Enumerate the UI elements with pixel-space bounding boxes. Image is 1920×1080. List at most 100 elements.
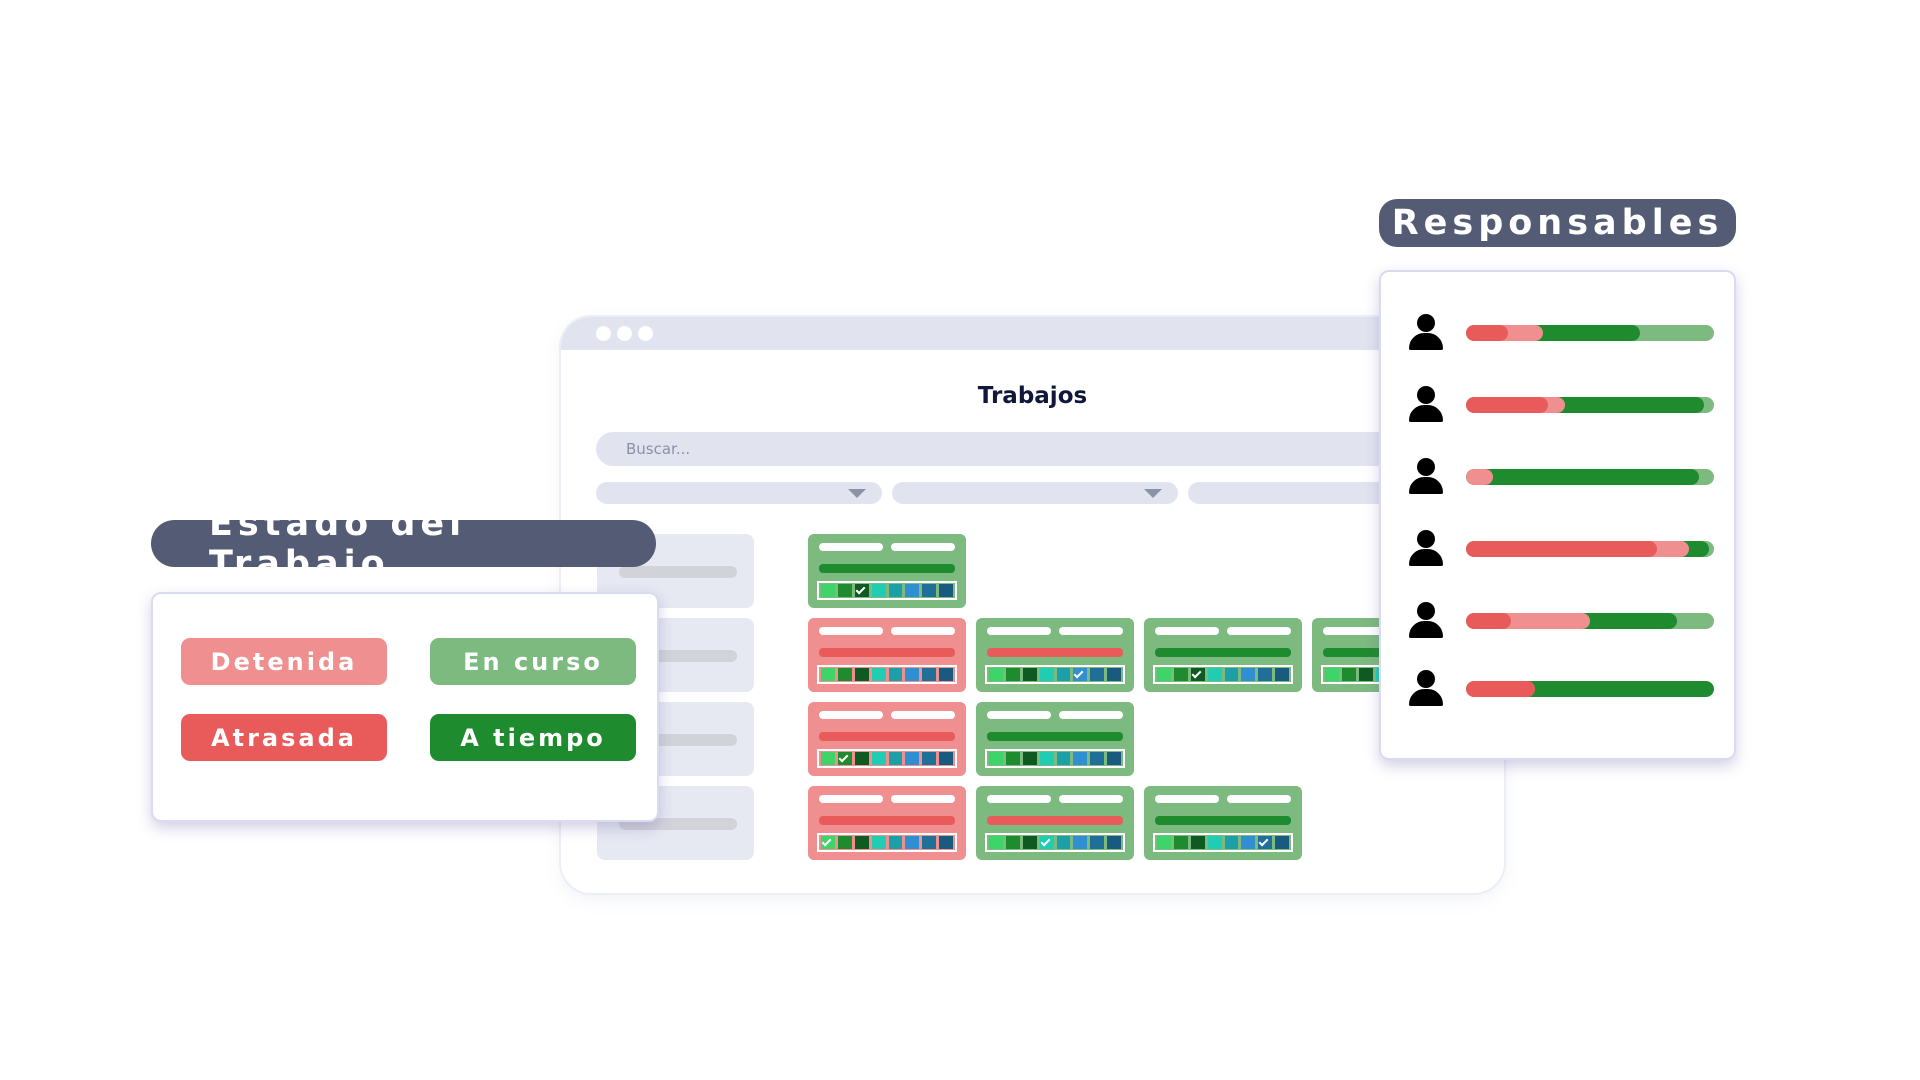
task-square[interactable] xyxy=(1224,836,1239,849)
task-square[interactable] xyxy=(1039,668,1054,681)
task-square[interactable] xyxy=(989,668,1003,681)
responsable-row[interactable] xyxy=(1409,384,1719,424)
task-square[interactable] xyxy=(905,668,920,681)
task-square[interactable] xyxy=(905,752,920,765)
job-card[interactable] xyxy=(1144,786,1302,860)
task-square[interactable] xyxy=(1258,836,1273,849)
task-square[interactable] xyxy=(1207,836,1222,849)
task-square[interactable] xyxy=(1341,668,1356,681)
task-square[interactable] xyxy=(1107,836,1121,849)
responsable-row[interactable] xyxy=(1409,312,1719,352)
task-square[interactable] xyxy=(1090,836,1105,849)
responsable-row[interactable] xyxy=(1409,528,1719,568)
task-square[interactable] xyxy=(922,836,937,849)
task-square[interactable] xyxy=(854,584,869,597)
task-square[interactable] xyxy=(1090,668,1105,681)
task-square[interactable] xyxy=(1022,836,1037,849)
task-square[interactable] xyxy=(1056,836,1071,849)
job-card[interactable] xyxy=(808,534,966,608)
task-square[interactable] xyxy=(939,752,953,765)
task-square[interactable] xyxy=(1039,752,1054,765)
task-square[interactable] xyxy=(1056,752,1071,765)
task-square[interactable] xyxy=(1090,752,1105,765)
task-square[interactable] xyxy=(1190,668,1205,681)
task-square[interactable] xyxy=(1157,668,1171,681)
task-square[interactable] xyxy=(1022,668,1037,681)
job-card[interactable] xyxy=(976,702,1134,776)
task-square[interactable] xyxy=(821,584,835,597)
task-square[interactable] xyxy=(871,584,886,597)
task-square[interactable] xyxy=(1173,668,1188,681)
task-square[interactable] xyxy=(871,836,886,849)
task-square[interactable] xyxy=(1173,836,1188,849)
task-square[interactable] xyxy=(1073,668,1088,681)
task-square[interactable] xyxy=(888,584,903,597)
job-card[interactable] xyxy=(808,702,966,776)
workload-bar xyxy=(1466,469,1714,485)
task-square[interactable] xyxy=(1073,836,1088,849)
task-square[interactable] xyxy=(854,836,869,849)
task-square[interactable] xyxy=(1022,752,1037,765)
task-square[interactable] xyxy=(905,836,920,849)
task-square[interactable] xyxy=(1241,668,1256,681)
filter-dropdown[interactable] xyxy=(596,482,882,504)
task-square[interactable] xyxy=(1207,668,1222,681)
job-card[interactable] xyxy=(976,618,1134,692)
task-square[interactable] xyxy=(888,752,903,765)
task-square[interactable] xyxy=(1275,836,1289,849)
job-card[interactable] xyxy=(808,618,966,692)
task-square[interactable] xyxy=(837,752,852,765)
task-square[interactable] xyxy=(905,584,920,597)
task-square[interactable] xyxy=(1241,836,1256,849)
window-control-dot[interactable] xyxy=(596,326,611,341)
task-square[interactable] xyxy=(821,752,835,765)
task-square[interactable] xyxy=(922,752,937,765)
task-square[interactable] xyxy=(939,668,953,681)
task-square[interactable] xyxy=(1039,836,1054,849)
task-square[interactable] xyxy=(1275,668,1289,681)
search-input[interactable]: Buscar... xyxy=(596,432,1496,466)
task-square[interactable] xyxy=(837,584,852,597)
workload-atrasada xyxy=(1466,541,1657,557)
task-square[interactable] xyxy=(888,668,903,681)
task-square[interactable] xyxy=(1005,668,1020,681)
task-square[interactable] xyxy=(821,668,835,681)
task-square[interactable] xyxy=(939,836,953,849)
task-square[interactable] xyxy=(1005,836,1020,849)
task-square[interactable] xyxy=(989,836,1003,849)
responsable-row[interactable] xyxy=(1409,600,1719,640)
task-square[interactable] xyxy=(989,752,1003,765)
task-square[interactable] xyxy=(854,668,869,681)
task-square[interactable] xyxy=(888,836,903,849)
task-square[interactable] xyxy=(837,668,852,681)
task-square[interactable] xyxy=(1107,668,1121,681)
job-card[interactable] xyxy=(808,786,966,860)
job-card[interactable] xyxy=(976,786,1134,860)
task-square[interactable] xyxy=(854,752,869,765)
task-square[interactable] xyxy=(939,584,953,597)
task-square[interactable] xyxy=(922,668,937,681)
task-square[interactable] xyxy=(821,836,835,849)
responsable-row[interactable] xyxy=(1409,456,1719,496)
task-square[interactable] xyxy=(1190,836,1205,849)
workload-bar xyxy=(1466,397,1714,413)
status-pill-detenida: Detenida xyxy=(181,638,387,685)
job-card[interactable] xyxy=(1144,618,1302,692)
task-square[interactable] xyxy=(922,584,937,597)
task-square[interactable] xyxy=(1073,752,1088,765)
task-square[interactable] xyxy=(871,752,886,765)
filter-dropdown[interactable] xyxy=(892,482,1178,504)
window-control-dot[interactable] xyxy=(617,326,632,341)
window-control-dot[interactable] xyxy=(638,326,653,341)
task-square[interactable] xyxy=(1358,668,1373,681)
task-square[interactable] xyxy=(871,668,886,681)
task-square[interactable] xyxy=(1056,668,1071,681)
task-square[interactable] xyxy=(1005,752,1020,765)
task-square[interactable] xyxy=(1325,668,1339,681)
responsable-row[interactable] xyxy=(1409,668,1719,708)
task-square[interactable] xyxy=(837,836,852,849)
task-square[interactable] xyxy=(1258,668,1273,681)
task-square[interactable] xyxy=(1224,668,1239,681)
task-square[interactable] xyxy=(1157,836,1171,849)
task-square[interactable] xyxy=(1107,752,1121,765)
